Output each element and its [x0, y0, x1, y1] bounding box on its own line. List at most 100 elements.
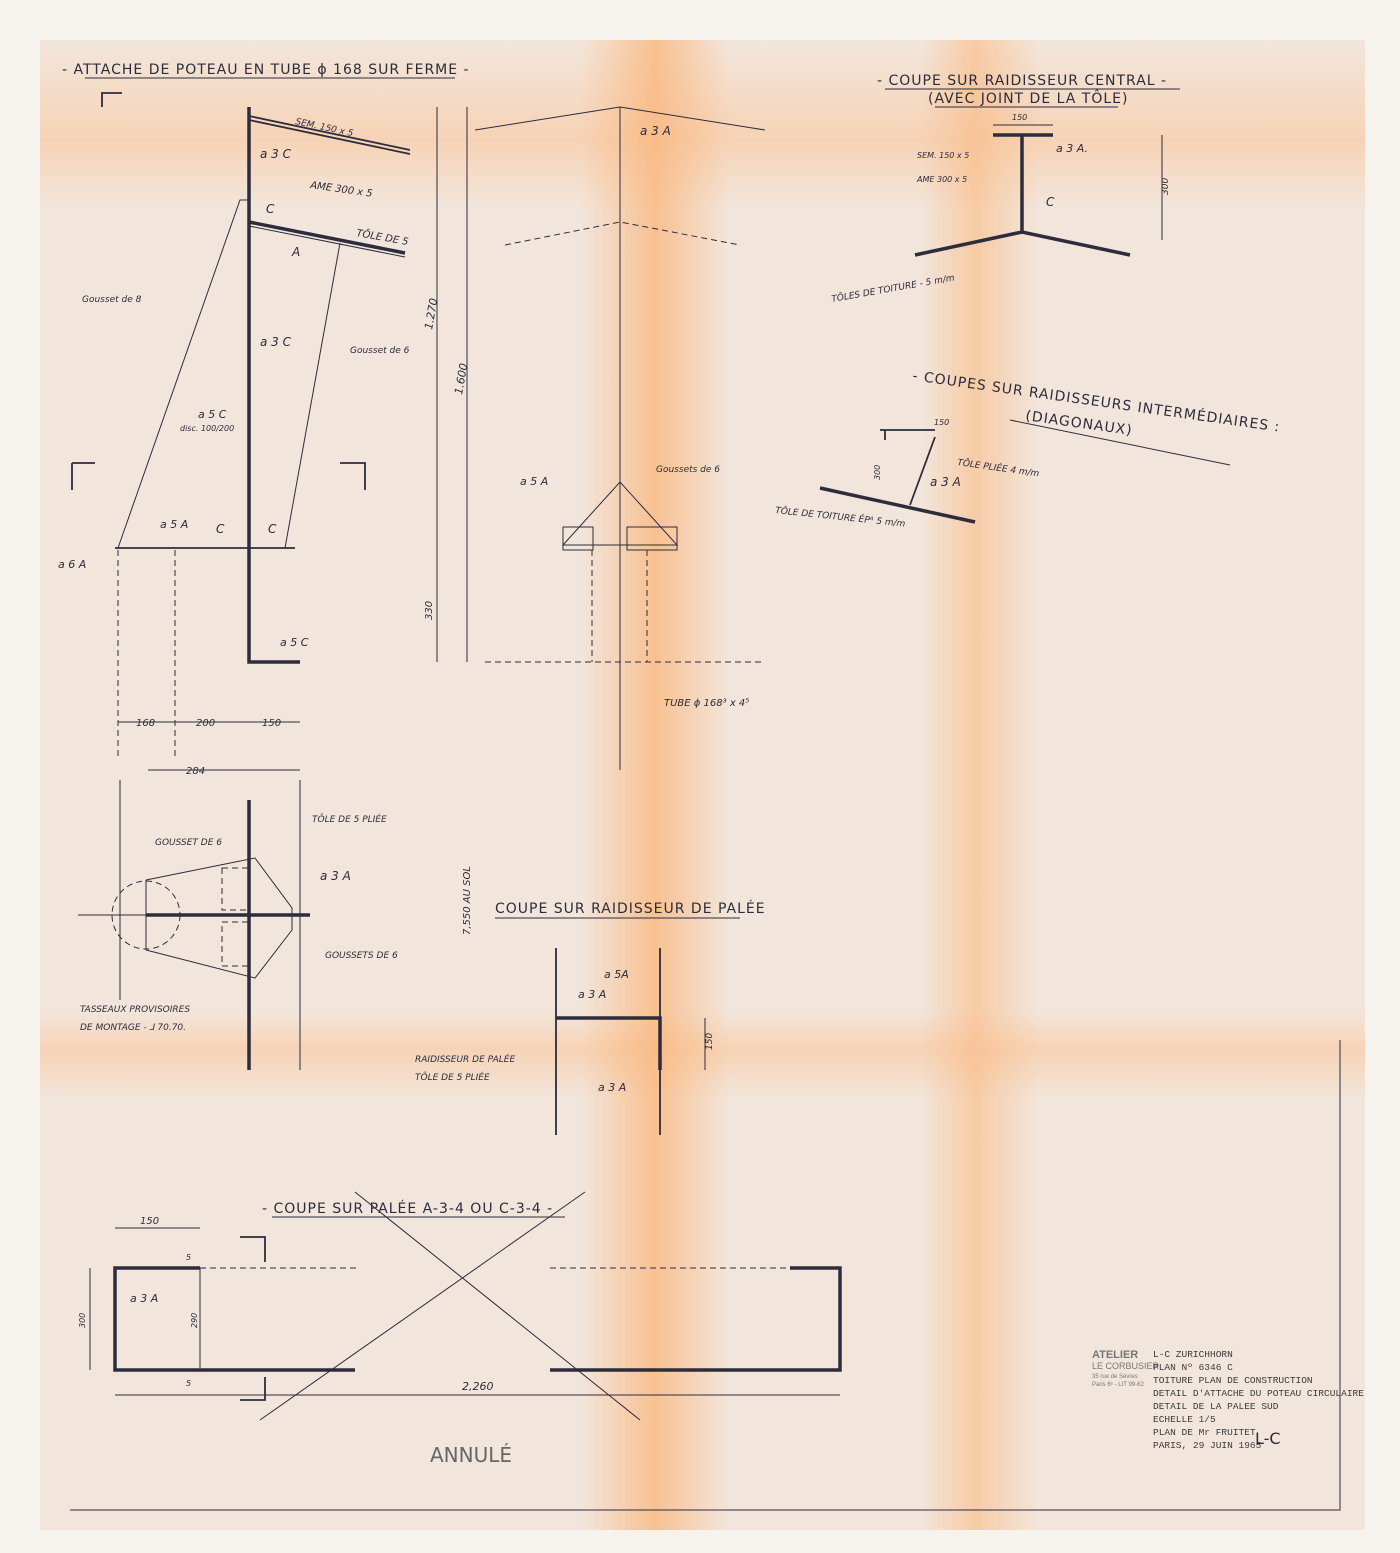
weld-label: a 3 A [598, 1081, 626, 1094]
label: A [291, 245, 300, 259]
weld-label: a 5 A [160, 518, 188, 531]
weld-label: a 3 C [260, 147, 292, 161]
title-block-line: DETAIL D'ATTACHE DU POTEAU CIRCULAIRE [1153, 1388, 1364, 1399]
section-markers [71, 462, 366, 490]
title-block-line: PLAN DE Mr FRUITET [1153, 1427, 1256, 1438]
label: TÔLE DE 5 PLIÉE [312, 813, 387, 825]
dimension: 7,550 AU SOL [462, 866, 473, 935]
dimension: 284 [186, 766, 205, 777]
dimension: 290 [190, 1313, 199, 1328]
title-block-line: TOITURE PLAN DE CONSTRUCTION [1153, 1375, 1313, 1386]
label: C [268, 522, 277, 536]
section-marker [101, 92, 122, 107]
dimension-lines [993, 124, 1163, 240]
dimension: 5 [186, 1253, 191, 1262]
column-web [247, 107, 300, 664]
i-stiffener [993, 133, 1053, 232]
label: AME 300 x 5 [309, 180, 374, 200]
label: TÔLES DE TOITURE - 5 m/m [830, 271, 955, 305]
dashed-lines [485, 221, 765, 663]
weld-label: a 5 C [280, 636, 309, 649]
label: DE MONTAGE - ⅃ 70.70. [80, 1023, 186, 1033]
stamp-line: 35 rue de Sèvres [1092, 1374, 1138, 1380]
label: TUBE ϕ 168³ x 4⁵ [664, 698, 749, 709]
weld-label: a 3 C [260, 335, 292, 349]
title-block-line: PARIS, 29 JUIN 1965 [1153, 1440, 1262, 1451]
stamp-line: ATELIER [1092, 1349, 1138, 1361]
plate-edge [248, 225, 406, 258]
roof-sheet [819, 486, 976, 524]
title-raidisseur-central-sub: (AVEC JOINT DE LA TÔLE) [928, 89, 1128, 107]
weld-label: a 6 A [58, 558, 86, 571]
title-underline [1009, 419, 1231, 466]
dimension: 150 [140, 1216, 159, 1227]
stamp-line: Paris 6ᵉ - LIT 99-62 [1092, 1382, 1144, 1388]
plate-tole-5 [248, 220, 406, 255]
top-flange [248, 115, 411, 155]
label: Gousset de 6 [350, 346, 410, 356]
dimension: 168 [136, 718, 155, 729]
dimension: 330 [424, 601, 435, 620]
label: GOUSSET DE 6 [155, 838, 222, 848]
dimension: 1.600 [452, 362, 470, 395]
weld-label: a 5 A [520, 475, 548, 488]
title-attache: - ATTACHE DE POTEAU EN TUBE ϕ 168 SUR FE… [62, 62, 470, 78]
stamp-line: LE CORBUSIER [1092, 1361, 1160, 1371]
weld-label: a 5 C [198, 408, 227, 421]
truss-elevation [474, 106, 766, 770]
title-raidisseur-central: - COUPE SUR RAIDISSEUR CENTRAL - [877, 73, 1167, 89]
label: AME 300 x 5 [916, 175, 967, 184]
weld-label: a 5A [604, 968, 629, 981]
title-block-line: ECHELLE 1/5 [1153, 1414, 1216, 1425]
label: C [216, 522, 225, 536]
gusset-plates [561, 481, 679, 551]
handwritten-initials: L-C [1255, 1429, 1281, 1448]
title-block-line: L-C ZURICHHORN [1153, 1349, 1233, 1360]
label: GOUSSETS DE 6 [325, 951, 398, 961]
dimension: 300 [78, 1313, 87, 1328]
dimension: 150 [1012, 113, 1027, 122]
label: TASSEAUX PROVISOIRES [80, 1005, 190, 1015]
weld-label: a 3 A [130, 1292, 158, 1305]
weld-label: a 3 A [320, 869, 351, 883]
label: RAIDISSEUR DE PALÉE [415, 1053, 515, 1065]
title-block-line: PLAN Nº 6346 C [1153, 1362, 1233, 1373]
label: C [1046, 195, 1055, 209]
label: SEM. 150 x 5 [917, 151, 969, 160]
weld-label: a 3 A [930, 475, 961, 489]
weld-label: a 3 A [640, 124, 671, 138]
label: TÔLE DE 5 PLIÉE [415, 1071, 490, 1083]
weld-label: a 3 A [578, 988, 606, 1001]
temporary-cleats [221, 867, 249, 967]
plan-gusset [78, 780, 301, 1070]
roof-sheets [914, 230, 1131, 257]
cancel-cross [259, 1191, 641, 1421]
frame-line [70, 1040, 1341, 1511]
z-stiffener [880, 429, 936, 506]
label: TÔLE DE TOITURE ÉPᴬ 5 m/m [775, 504, 907, 530]
title-raidisseur-palee: COUPE SUR RAIDISSEUR DE PALÉE [495, 900, 766, 917]
label: C [266, 202, 275, 216]
dimension: 2,260 [462, 1380, 494, 1393]
title-underline [885, 88, 1180, 108]
dimension-lines [89, 1227, 840, 1396]
section-markers [240, 1236, 266, 1401]
dimension: 150 [705, 1033, 715, 1050]
dimension: 300 [1161, 178, 1171, 195]
dimension: 1.270 [422, 297, 440, 330]
label: Goussets de 6 [656, 465, 720, 475]
dimension-lines [118, 107, 468, 771]
gusset-outline [117, 199, 341, 549]
stiffener-plate [556, 1016, 662, 1070]
dimension: 5 [186, 1379, 191, 1388]
tube-outline [117, 550, 176, 760]
palee-section [113, 1266, 842, 1372]
label: Gousset de 8 [82, 295, 142, 305]
label: disc. 100/200 [180, 424, 234, 433]
drawing-sheet [40, 40, 1365, 1530]
title-coupe-palee: - COUPE SUR PALÉE A-3-4 OU C-3-4 - [262, 1200, 553, 1217]
dimension: 300 [873, 465, 882, 480]
title-block-line: DETAIL DE LA PALEE SUD [1153, 1401, 1279, 1412]
dimension: 150 [934, 418, 949, 427]
dimension: 150 [262, 718, 281, 729]
